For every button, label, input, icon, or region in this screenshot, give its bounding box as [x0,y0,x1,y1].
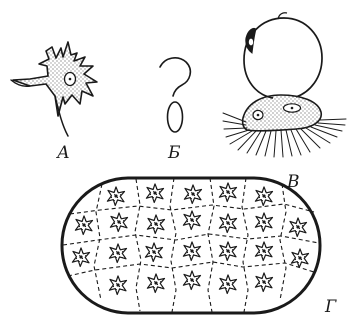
figure-g-oval-colony [62,178,320,313]
label-b: Б [167,143,181,163]
label-a: А [56,143,70,163]
figure-v-balloon-cell [223,13,346,157]
label-g: Г [324,297,337,317]
figure-a-stellate-cell [11,42,97,136]
figure-b-question-form [160,58,190,132]
